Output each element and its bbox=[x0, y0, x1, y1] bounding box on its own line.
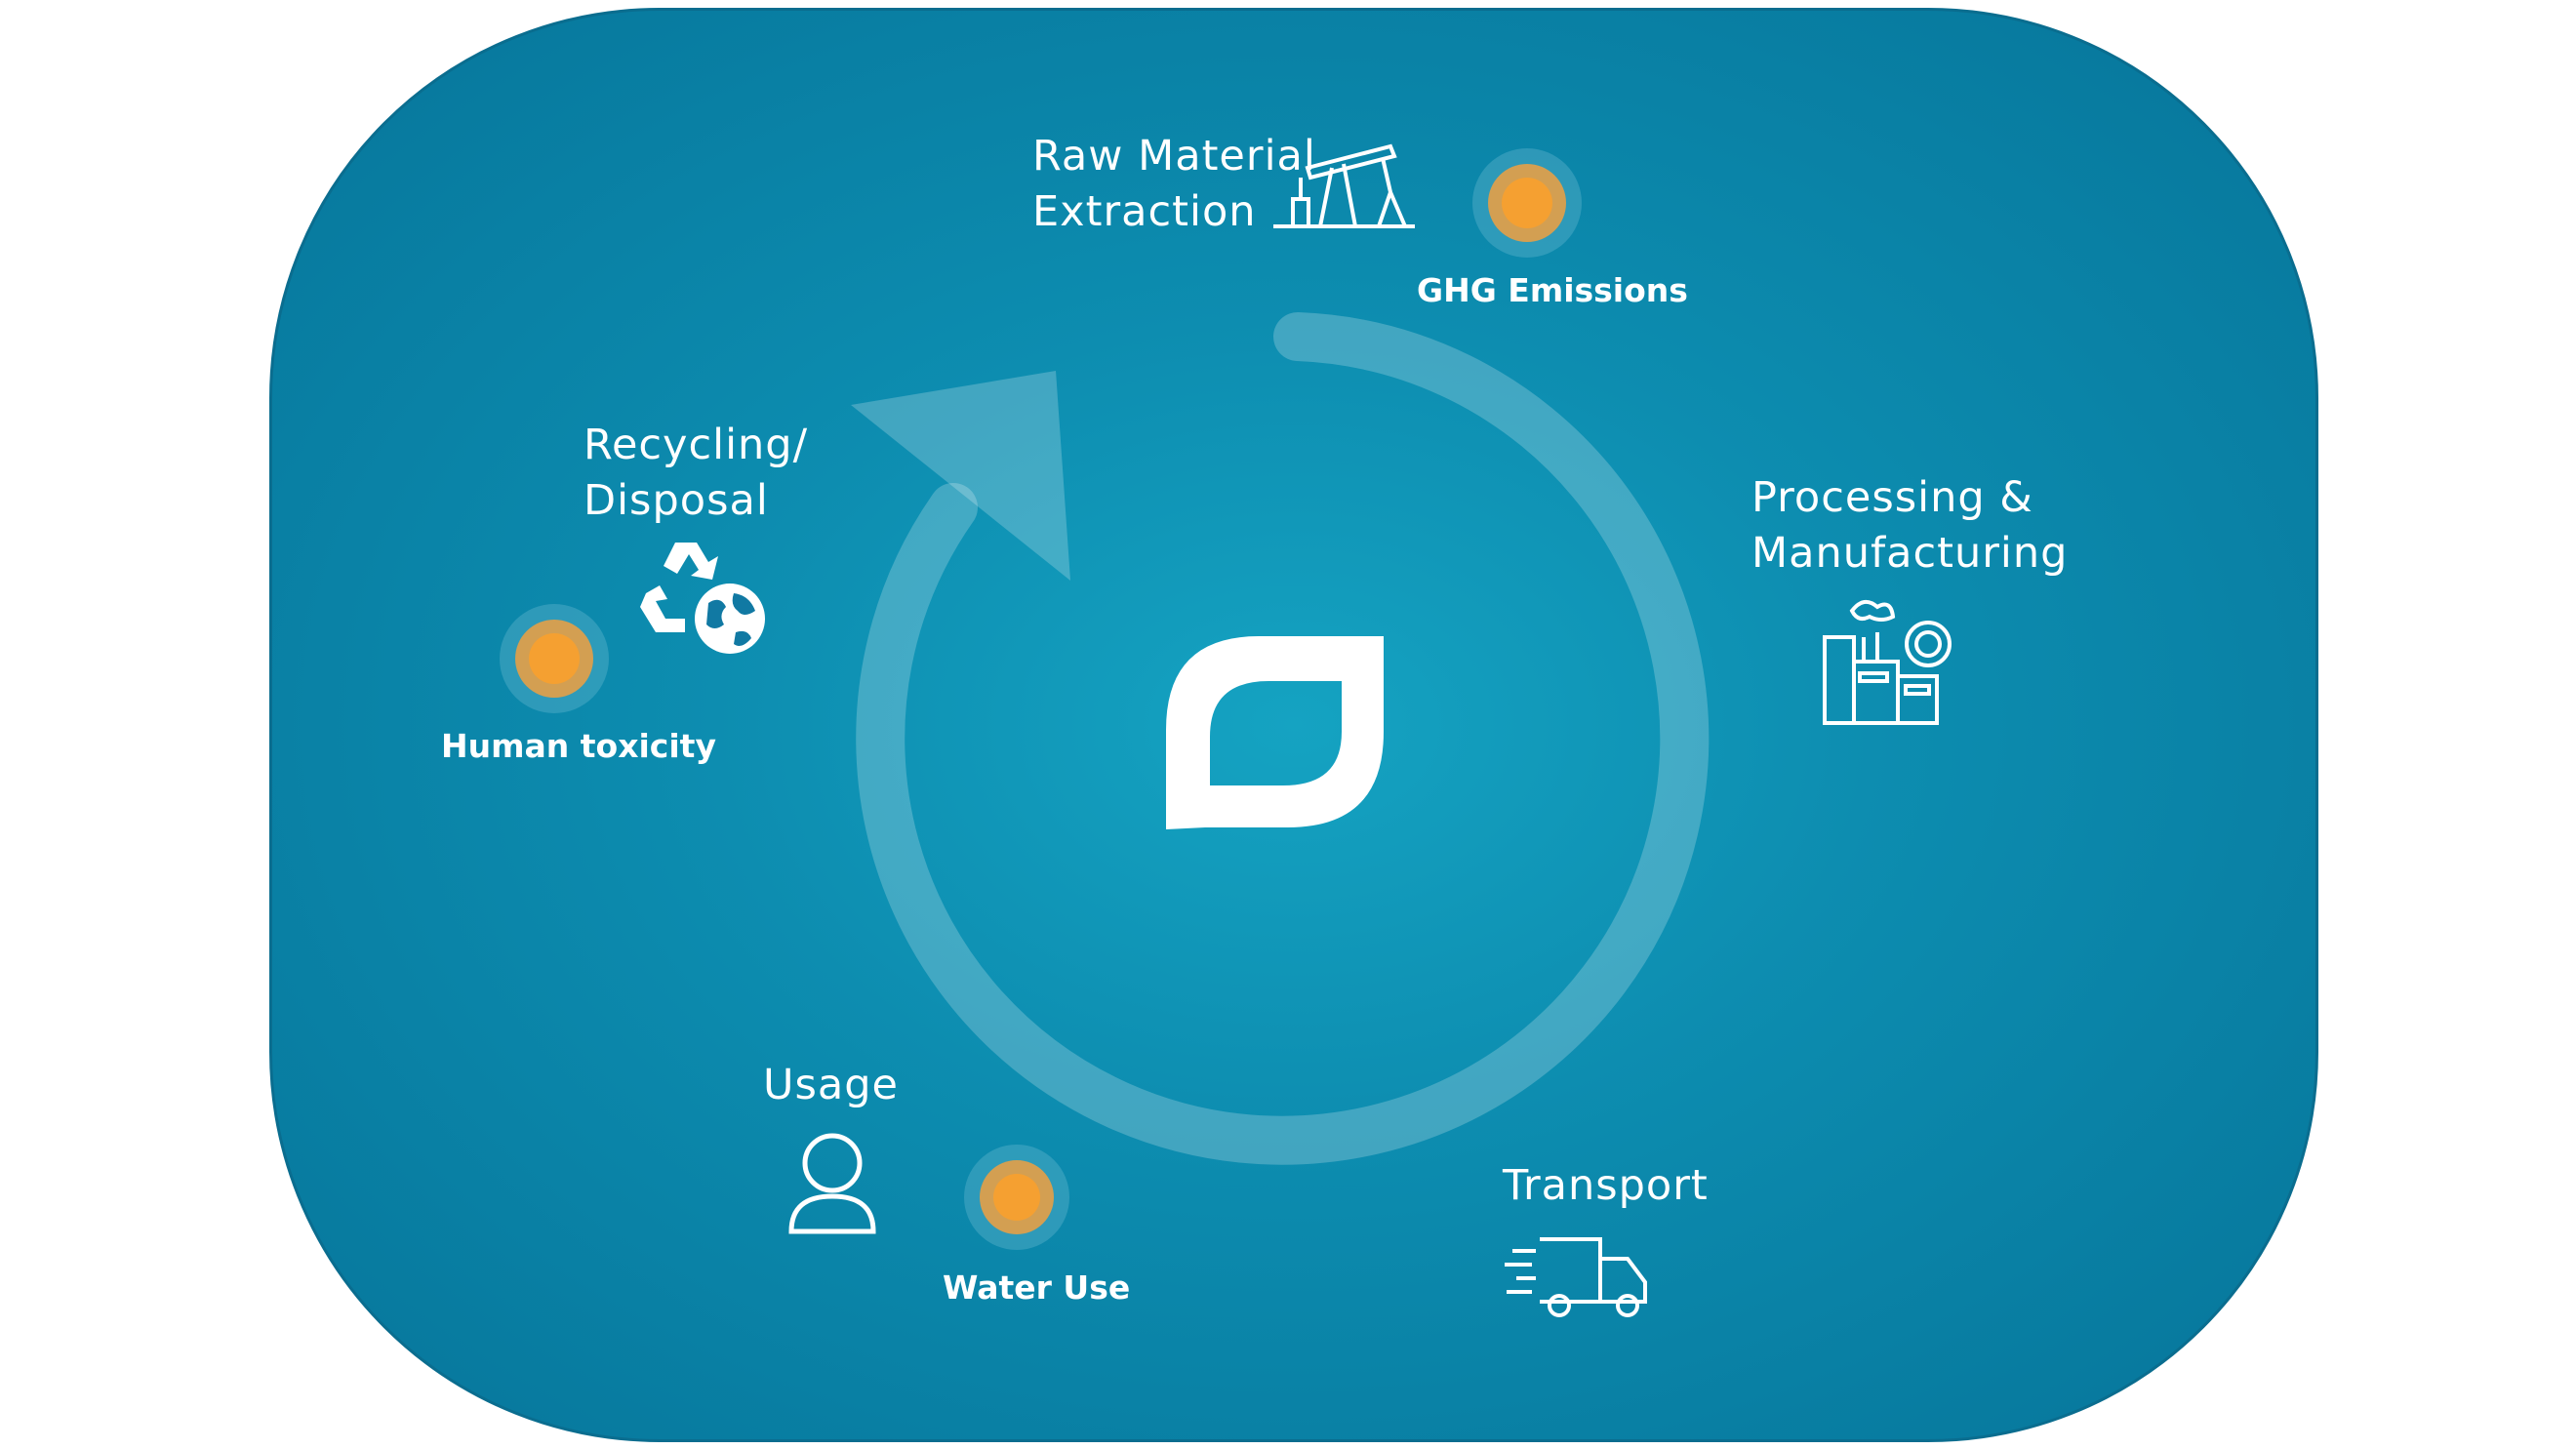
impact-water-use-label: Water Use bbox=[943, 1268, 1130, 1307]
stage-processing-label: Processing & Manufacturing bbox=[1751, 470, 2068, 582]
person-icon bbox=[788, 1132, 876, 1234]
recycle-globe-icon bbox=[636, 535, 768, 657]
leaf-logo-icon bbox=[1156, 624, 1395, 839]
ghg-burst-icon bbox=[1469, 144, 1586, 262]
human-toxicity-burst-icon bbox=[496, 600, 613, 717]
impact-ghg-label: GHG Emissions bbox=[1417, 271, 1688, 309]
water-use-burst-icon bbox=[961, 1142, 1073, 1254]
truck-icon bbox=[1503, 1231, 1649, 1319]
factory-icon bbox=[1823, 593, 1954, 725]
impact-human-toxicity-label: Human toxicity bbox=[441, 727, 716, 765]
stage-transport-label: Transport bbox=[1503, 1158, 1709, 1214]
oil-pump-icon bbox=[1273, 139, 1415, 231]
stage-usage-label: Usage bbox=[763, 1058, 899, 1113]
stage-recycling-label: Recycling/ Disposal bbox=[584, 418, 808, 529]
